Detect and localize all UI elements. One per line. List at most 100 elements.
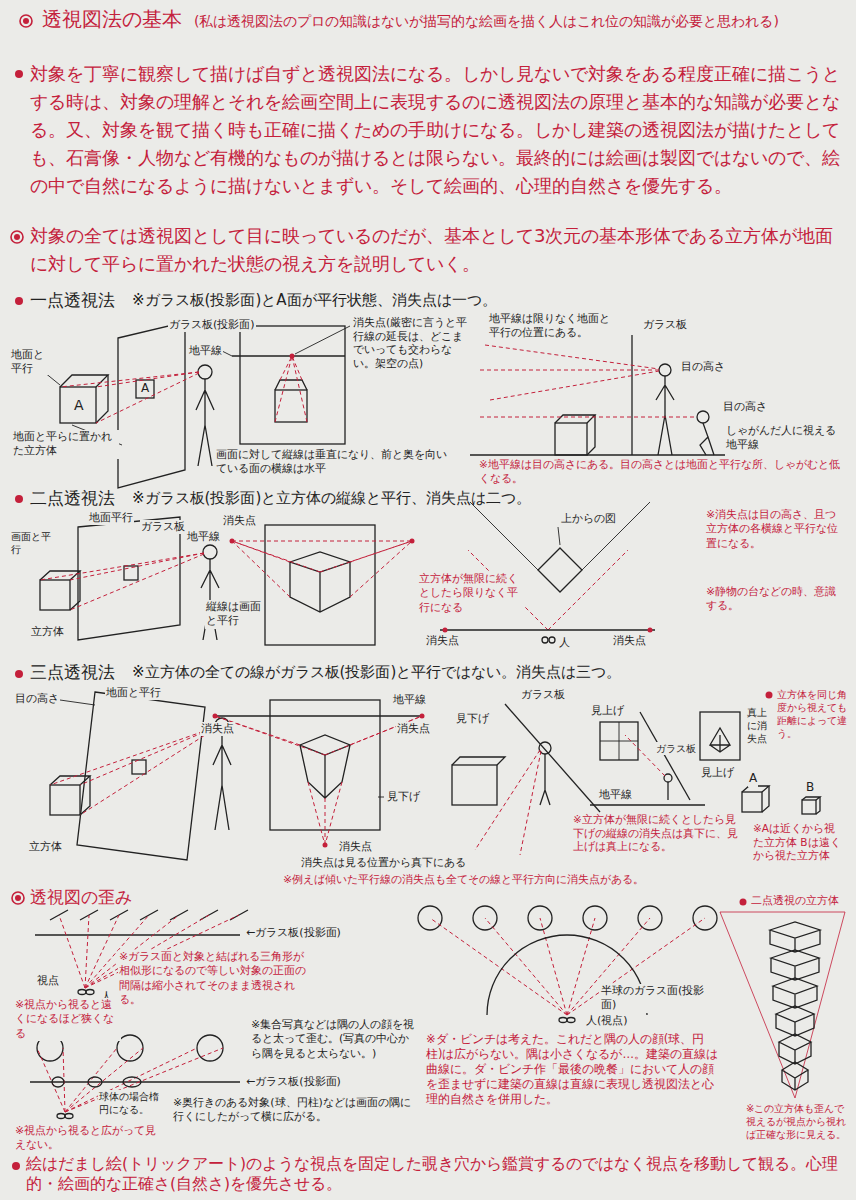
- section-heading: 二点透視法: [30, 487, 115, 509]
- annotation-label: ※ダ・ビンチは考えた。これだと隅の人の顔(球、円柱)は広がらない。隅は小さくなる…: [425, 1032, 719, 1107]
- annotation-label: 地面と平行: [10, 348, 52, 375]
- one-point-picture-plane: [240, 326, 345, 444]
- annotation-label: 画面に対して縦線は垂直になり、前と奥を向いている面の横線は水平: [215, 448, 452, 475]
- annotation-label: ←ガラス板(投影面): [245, 1075, 342, 1089]
- look-down-look-up-sketch: [600, 722, 638, 760]
- annotation-label: 人: [558, 636, 571, 650]
- three-point-picture-plane: [215, 715, 422, 716]
- distortion-spheres: [88, 1077, 102, 1087]
- annotation-label: 真上に消失点: [746, 706, 770, 745]
- two-point-top-view: [648, 628, 653, 633]
- three-point-side-view: [50, 727, 216, 815]
- section-heading: ※立方体の全ての線がガラス板(投影面)と平行ではない。消失点は三つ。: [132, 663, 621, 683]
- two-point-side-view: [124, 566, 138, 580]
- body-text: 対象を丁寧に観察して描けば自ずと透視図法になる。しかし見ないで対象をある程度正確…: [30, 60, 842, 199]
- annotation-label: 地平線: [186, 530, 221, 544]
- body-text: (私は透視図法のプロの知識はないが描写的な絵画を描く人はこれ位の知識が必要と思わ…: [12, 12, 842, 30]
- annotation-label: A: [748, 771, 758, 787]
- one-point-eye-level: [659, 364, 671, 376]
- one-point-eye-level: [700, 423, 714, 455]
- body-text: 対象の全ては透視図として目に映っているのだが、基本として3次元の基本形体である立…: [30, 222, 842, 278]
- three-point-side-view: [50, 785, 80, 815]
- one-point-picture-plane: [275, 356, 307, 422]
- one-point-eye-level: [480, 345, 697, 417]
- annotation-label: ※消失点は目の高さ、且つ立方体の各横線と平行な位置になる。: [705, 508, 847, 551]
- look-down-look-up-sketch: [600, 722, 638, 760]
- annotation-label: A: [140, 381, 150, 397]
- one-point-side-view: [198, 365, 212, 379]
- annotation-label: B: [805, 780, 815, 796]
- hemisphere-plane: [567, 1018, 575, 1023]
- bullet-mark: [23, 18, 29, 24]
- annotation-label: 見上げ: [700, 766, 735, 780]
- annotation-label: ※奥行きのある対象(球、円柱)などは画面の隅に行くにしたがって横に広がる。: [172, 1096, 414, 1125]
- annotation-label: 視点: [36, 974, 60, 988]
- look-down-look-up-sketch: [540, 754, 550, 805]
- hemisphere-plane: [418, 906, 442, 930]
- near-far-cubes: [742, 786, 769, 792]
- bullet-mark: [15, 70, 23, 78]
- distortion-flat-plane: [50, 910, 248, 920]
- two-point-top-view: [440, 629, 655, 630]
- look-down-look-up-sketch: [452, 765, 497, 805]
- two-point-cube-stack: [771, 950, 819, 980]
- two-point-picture-plane: [232, 541, 412, 542]
- bullet-mark: [14, 234, 20, 240]
- two-point-side-view: [70, 571, 80, 610]
- annotation-label: 消失点は見る位置から真下にある: [300, 856, 467, 870]
- look-down-look-up-sketch: [640, 712, 690, 800]
- look-down-look-up-sketch: [710, 728, 730, 752]
- annotation-label: 地面平行: [88, 511, 134, 525]
- section-heading: 三点透視法: [30, 661, 115, 683]
- distortion-spheres: [52, 1077, 64, 1087]
- annotation-label: 地平線: [392, 693, 427, 707]
- one-point-eye-level: [555, 423, 587, 455]
- annotation-label: ←ガラス板(投影面): [245, 926, 342, 940]
- section-heading: 透視図の歪み: [30, 886, 132, 908]
- look-down-look-up-sketch: [590, 804, 705, 805]
- annotation-label: ※立方体が無限に続くとしたら見下げの縦線の消失点は真下に、見上げは真上になる。: [572, 813, 746, 854]
- two-point-top-view: [538, 548, 582, 592]
- annotation-label: 立方体: [30, 625, 65, 639]
- one-point-eye-level: [470, 335, 725, 455]
- section-heading: ※ガラス板(投影面)と立方体の縦線と平行、消失点は二つ。: [132, 489, 531, 509]
- two-point-picture-plane: [232, 541, 412, 597]
- annotation-label: ※例えば傾いた平行線の消失点も全てその線と平行方向に消失点がある。: [282, 873, 754, 887]
- look-down-look-up-sketch: [700, 712, 740, 760]
- one-point-eye-level: [656, 376, 674, 455]
- near-far-cubes: [802, 797, 820, 800]
- annotation-label: 消失点: [612, 634, 647, 648]
- annotation-label: ※視点から視ると広がって見えない。: [14, 1124, 166, 1153]
- two-point-top-view: [558, 527, 560, 545]
- hemisphere-plane: [418, 906, 717, 1023]
- two-point-side-view: [40, 571, 80, 580]
- annotation-label: 消失点: [425, 634, 460, 648]
- bullet-mark: [766, 692, 773, 699]
- bullet-mark: [740, 899, 747, 906]
- bullet-mark: [15, 495, 23, 503]
- distortion-spheres: [30, 1081, 240, 1082]
- annotation-label: 上からの図: [560, 512, 617, 526]
- distortion-spheres: [65, 1114, 73, 1119]
- one-point-side-view: [118, 322, 185, 488]
- annotation-label: 人(視点): [585, 1014, 629, 1028]
- bullet-mark: [20, 15, 32, 27]
- annotation-label: 地面と平らに置かれた立方体: [12, 430, 119, 459]
- three-point-side-view: [50, 692, 231, 860]
- look-down-look-up-sketch: [452, 757, 505, 765]
- one-point-picture-plane: [222, 326, 350, 444]
- annotation-label: 地面と平行: [105, 686, 162, 700]
- two-point-cube-stack: [776, 1006, 814, 1036]
- annotation-label: 二点透視の立方体: [750, 894, 840, 908]
- three-point-side-view: [60, 700, 95, 705]
- one-point-eye-level: [555, 415, 595, 423]
- one-point-eye-level: [631, 335, 632, 455]
- two-point-cube-stack: [720, 912, 845, 1098]
- annotation-label: 目の高さ: [680, 360, 726, 374]
- annotation-label: ガラス板(投影面): [168, 318, 256, 332]
- near-far-cubes: [742, 792, 762, 812]
- annotation-label: 消失点: [200, 722, 235, 736]
- annotation-label: しゃがんだ人に視える地平線: [725, 424, 837, 453]
- near-far-cubes: [762, 786, 769, 812]
- one-point-picture-plane: [232, 355, 345, 356]
